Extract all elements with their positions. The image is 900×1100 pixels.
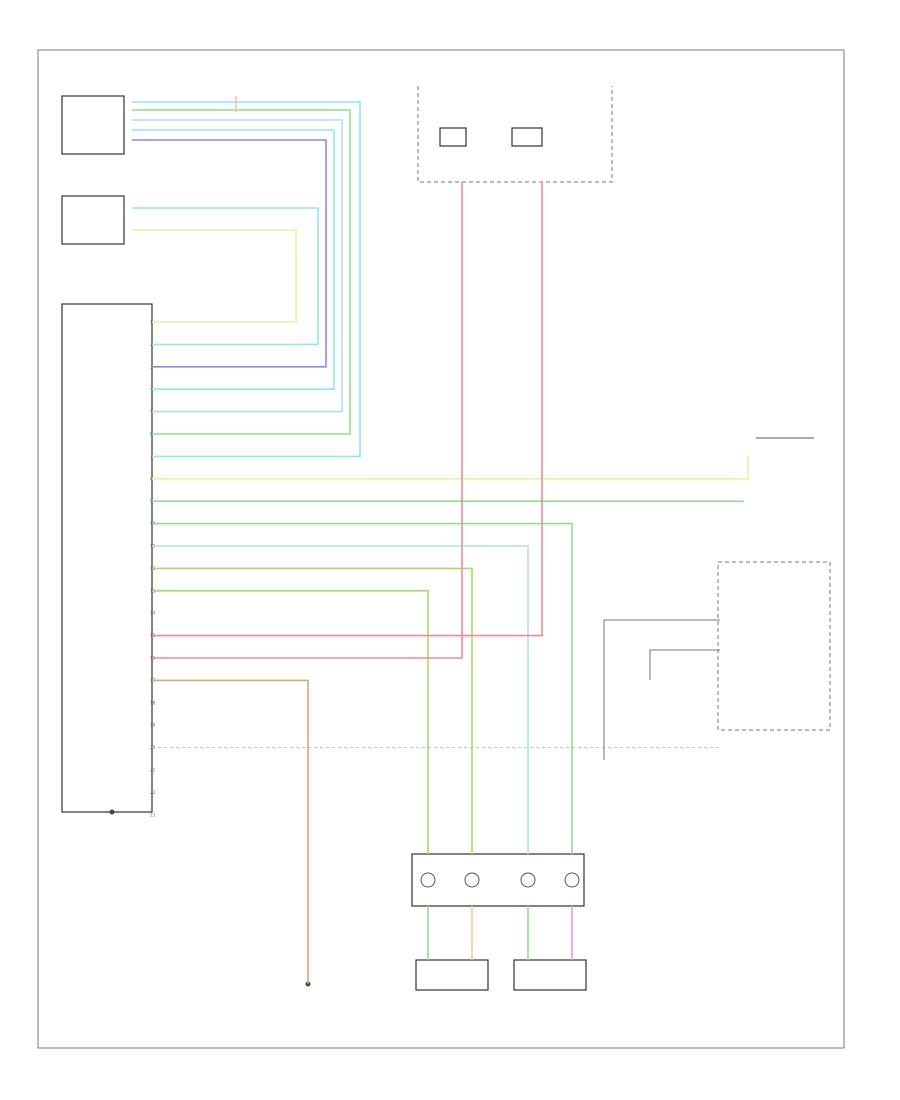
module-pin-number: 21 bbox=[150, 768, 156, 773]
clockspring-component bbox=[411, 853, 585, 907]
module-pin-number: 1 bbox=[150, 320, 153, 325]
instrument-cluster-component bbox=[717, 561, 831, 731]
module-pin-number: 8 bbox=[150, 476, 153, 481]
wire-row-12 bbox=[152, 567, 473, 854]
diagram-frame bbox=[37, 49, 845, 1049]
wire-row-16 bbox=[152, 182, 463, 659]
wire-row-17 bbox=[152, 679, 309, 984]
wire-row-2 bbox=[132, 207, 319, 346]
module-pin-number: 6 bbox=[150, 432, 153, 437]
module-ground-dot bbox=[109, 809, 115, 815]
wire-row-13 bbox=[152, 590, 429, 854]
airbag-control-module bbox=[417, 86, 613, 183]
module-pin-number: 4 bbox=[150, 387, 153, 392]
module-pin-number: 5 bbox=[150, 409, 153, 414]
module-pin-number: 18 bbox=[150, 700, 156, 705]
module-pin-number: 19 bbox=[150, 723, 156, 728]
occupant-control-module bbox=[61, 303, 153, 813]
module-pin-number: 14 bbox=[150, 611, 156, 616]
module-pin-number: 7 bbox=[150, 454, 153, 459]
wire-cluster-ground bbox=[649, 649, 720, 680]
wire-row-8 bbox=[152, 456, 749, 480]
passenger-airbag-component bbox=[513, 959, 587, 991]
module-pin-number: 9 bbox=[150, 499, 153, 504]
wire-row-3 bbox=[132, 139, 327, 368]
passenger-latch-component bbox=[61, 95, 125, 155]
wire-layer bbox=[109, 96, 749, 984]
wire-row-1 bbox=[132, 229, 297, 323]
wire-row-5 bbox=[132, 119, 343, 413]
wire-cluster-feed bbox=[603, 619, 720, 760]
driver-airbag-component bbox=[415, 959, 489, 991]
module-pin-number: 23 bbox=[150, 812, 156, 817]
passenger-buckle-switch-component bbox=[61, 195, 125, 245]
module-pin-number: 3 bbox=[150, 364, 153, 369]
wire-row-6 bbox=[132, 109, 351, 435]
wire-row-15 bbox=[152, 182, 543, 637]
module-pin-number: 22 bbox=[150, 790, 156, 795]
module-pin-number: 2 bbox=[150, 342, 153, 347]
wire-row-11 bbox=[152, 545, 529, 854]
wire-row-4 bbox=[132, 129, 335, 390]
wire-row-10 bbox=[152, 522, 573, 854]
wire-row-7 bbox=[132, 101, 361, 458]
